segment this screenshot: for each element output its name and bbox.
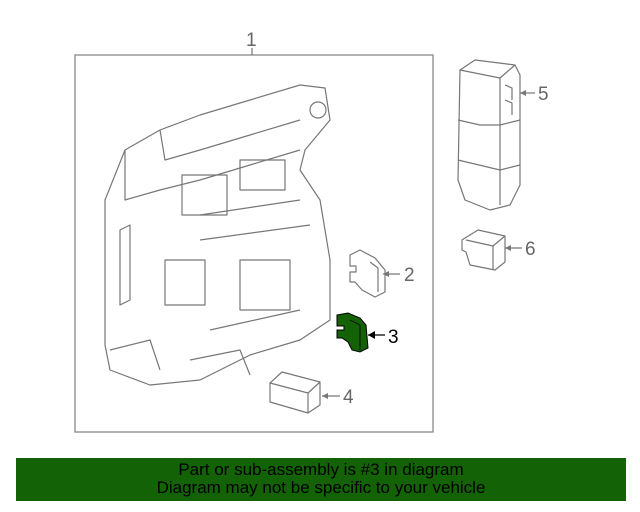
part-2-fuse[interactable]	[349, 249, 386, 298]
info-banner: Part or sub-assembly is #3 in diagram Di…	[16, 458, 626, 501]
banner-line-2: Diagram may not be specific to your vehi…	[156, 478, 486, 497]
part-5-relay-block[interactable]	[457, 59, 521, 211]
banner-line-1: Part or sub-assembly is #3 in diagram	[178, 460, 464, 479]
part-6-relay[interactable]	[461, 229, 506, 271]
fuse-box-drawing[interactable]	[104, 84, 331, 386]
callout-4[interactable]: 4	[343, 387, 354, 408]
assembly-frame	[74, 54, 434, 433]
callout-5[interactable]: 5	[538, 84, 549, 105]
part-3-fuse-highlighted[interactable]	[336, 312, 369, 353]
callout-3[interactable]: 3	[388, 327, 399, 348]
part-4-block[interactable]	[269, 371, 321, 414]
callout-6[interactable]: 6	[525, 239, 536, 260]
callout-1[interactable]: 1	[246, 30, 257, 51]
callout-2[interactable]: 2	[404, 265, 415, 286]
